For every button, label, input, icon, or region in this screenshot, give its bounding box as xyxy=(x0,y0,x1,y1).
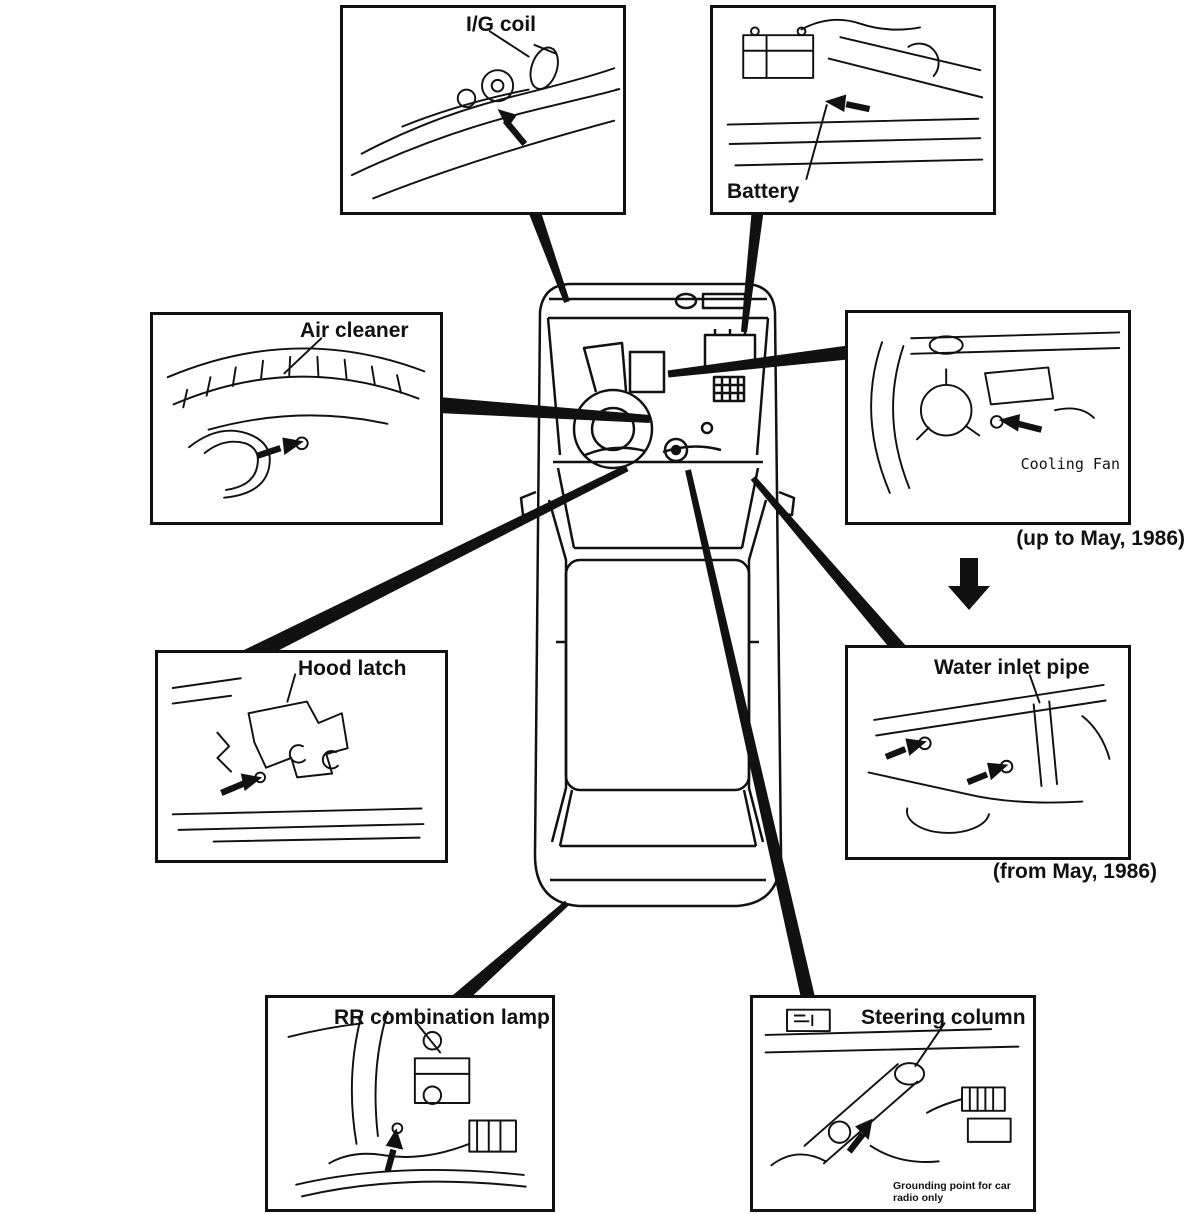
ground-arrow-icon xyxy=(824,94,847,112)
label-leader-line xyxy=(805,104,828,180)
connector-battery xyxy=(741,207,764,333)
callout-air-cleaner: Air cleaner xyxy=(150,312,443,525)
air-cleaner-sketch xyxy=(166,337,426,499)
ig-coil-drawing xyxy=(350,30,621,200)
ground-arrow-shaft xyxy=(884,746,907,760)
ground-arrow-shaft-2 xyxy=(966,771,989,786)
steering-column-drawing xyxy=(764,1008,1020,1167)
ground-arrow-shaft xyxy=(1017,420,1043,433)
callout-water-inlet-pipe: Water inlet pipe xyxy=(845,645,1131,860)
callout-hood-latch: Hood latch xyxy=(155,650,448,863)
label-leader-line xyxy=(488,30,530,58)
label-leader-line xyxy=(283,337,323,375)
connector-steering-column xyxy=(685,469,816,1004)
ground-arrow-shaft xyxy=(256,445,282,459)
battery-sketch xyxy=(726,18,984,180)
connector-lines xyxy=(242,207,908,1006)
ground-arrow-shaft xyxy=(220,780,246,796)
connector-rr-combination-lamp xyxy=(453,900,569,1006)
callout-cooling-fan: Cooling Fan xyxy=(845,310,1131,525)
car-top-view xyxy=(519,282,796,908)
ground-arrow-icon xyxy=(385,1128,404,1150)
callout-label-water-inlet-pipe: Water inlet pipe xyxy=(934,656,1090,679)
battery-drawing xyxy=(726,18,984,180)
ground-arrow-icon xyxy=(905,738,927,756)
ground-arrow-icon xyxy=(855,1118,873,1140)
cooling-fan-sketch xyxy=(870,331,1121,494)
label-leader-line xyxy=(415,1022,442,1054)
ground-arrow-icon xyxy=(282,437,304,455)
rr-combination-lamp-drawing xyxy=(287,1010,527,1198)
callout-label-steering-column: Steering column xyxy=(861,1006,1026,1029)
ground-arrow-icon xyxy=(497,109,517,129)
callout-label-cooling-fan: Cooling Fan xyxy=(1020,455,1120,473)
hood-latch-sketch xyxy=(171,673,425,843)
ground-arrow-shaft xyxy=(846,1132,866,1154)
callout-steering-column: Steering column Grounding point for car … xyxy=(750,995,1036,1212)
ground-arrow-icon-2 xyxy=(987,762,1009,781)
air-cleaner-drawing xyxy=(166,337,426,499)
steering-column-sketch xyxy=(764,1008,1020,1167)
callout-label-hood-latch: Hood latch xyxy=(298,657,407,680)
callout-label-ig-coil: I/G coil xyxy=(466,13,537,36)
connector-water-inlet-pipe xyxy=(750,476,908,657)
water-inlet-pipe-drawing xyxy=(867,674,1111,834)
label-leader-line xyxy=(914,1022,946,1068)
callout-label-battery: Battery xyxy=(727,180,800,203)
callout-rr-combination-lamp: RR combination lamp xyxy=(265,995,555,1212)
caption-cooling-fan-period: (up to May, 1986) xyxy=(1016,527,1185,550)
connector-cooling-fan xyxy=(667,345,853,378)
ground-arrow-icon xyxy=(240,773,263,791)
callout-label-air-cleaner: Air cleaner xyxy=(300,319,409,342)
ground-arrow-icon xyxy=(998,414,1021,432)
rr-combination-lamp-sketch xyxy=(287,1010,527,1198)
water-inlet-pipe-sketch xyxy=(867,674,1111,834)
connector-hood-latch xyxy=(242,464,629,666)
label-leader-line xyxy=(286,673,297,703)
down-arrow-icon xyxy=(948,558,990,610)
callout-label-rr-combination-lamp: RR combination lamp xyxy=(334,1006,550,1029)
ig-coil-sketch xyxy=(350,30,621,200)
connector-air-cleaner xyxy=(437,397,651,423)
callout-battery: Battery xyxy=(710,5,996,215)
hood-latch-drawing xyxy=(171,673,425,843)
callout-ig-coil: I/G coil xyxy=(340,5,626,215)
steering-column-note: Grounding point for car radio only xyxy=(893,1179,1011,1205)
ground-arrow-shaft xyxy=(384,1148,397,1172)
caption-water-inlet-period: (from May, 1986) xyxy=(992,860,1157,883)
ground-arrow-shaft xyxy=(845,101,871,113)
label-leader-line xyxy=(1028,674,1041,704)
connector-ig-coil xyxy=(528,208,570,303)
